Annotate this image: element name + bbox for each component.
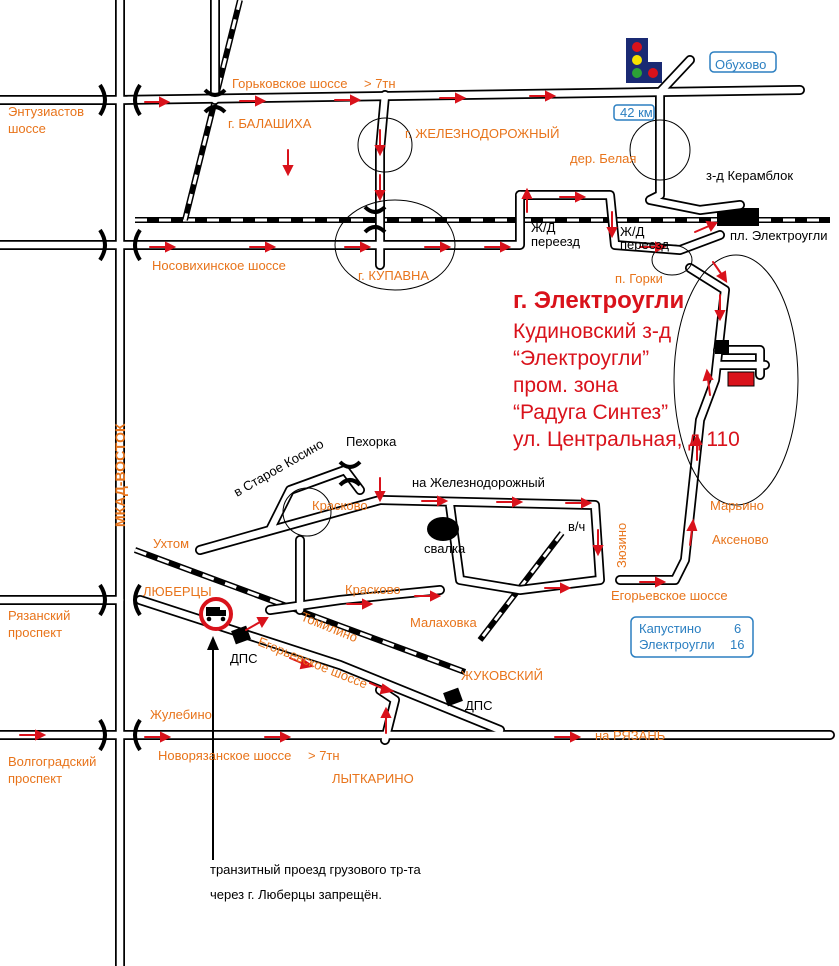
label-entuziastov-1: Энтузиастов — [8, 104, 84, 119]
label-gorki: п. Горки — [615, 271, 663, 286]
circle-kupavna — [334, 199, 456, 291]
circle-kraskovo — [282, 487, 332, 537]
label-gorkovskoe: Горьковское шоссе — [232, 76, 348, 91]
circle-gorki — [651, 244, 693, 276]
label-to-ryazan: на РЯЗАНЬ — [595, 728, 665, 743]
label-ryazansky-2: проспект — [8, 625, 62, 640]
label-elektrougli-km: 16 — [730, 637, 744, 652]
label-svalka: свалка — [424, 541, 466, 556]
label-belaya: дер. Белая — [570, 151, 636, 166]
label-volgogradsky-1: Волгоградский — [8, 754, 96, 769]
label-lyubertsy: ЛЮБЕРЦЫ — [143, 584, 212, 599]
label-nosovikhinskoe: Носовихинское шоссе — [152, 258, 286, 273]
label-pl-elektrougli: пл. Электроугли — [730, 228, 827, 243]
label-vch: в/ч — [568, 519, 585, 534]
dest-line2: “Электроугли” — [513, 347, 649, 370]
label-crossing-1b: переезд — [531, 234, 580, 249]
labels: Горьковское шоссе > 7тн Энтузиастов шосс… — [8, 57, 827, 902]
factory-raduga — [727, 371, 755, 387]
label-tomilino: Томилино — [299, 609, 360, 645]
label-keramblok: з-д Керамблок — [706, 168, 793, 183]
label-pekhorka: Пехорка — [346, 434, 397, 449]
label-dps-1: ДПС — [230, 651, 258, 666]
label-elektrougli-name: Электроугли — [639, 637, 715, 652]
note-line2: через г. Люберцы запрещён. — [210, 887, 382, 902]
circle-elektrougli — [673, 254, 799, 506]
station-elektrougli — [717, 208, 759, 226]
circle-belaya — [629, 119, 691, 181]
label-crossing-2a: Ж/Д — [620, 224, 645, 239]
distance-sign — [630, 616, 754, 658]
note-line1: транзитный проезд грузового тр-та — [210, 862, 421, 877]
factory-kudinovsky — [715, 340, 729, 354]
label-egoryevskoe-1: Егорьевское шоссе — [611, 588, 728, 603]
mkad-interchanges — [98, 83, 387, 752]
label-zhukovsky: ЖУКОВСКИЙ — [461, 668, 543, 683]
obukhovo-sign — [709, 51, 777, 73]
traffic-light-icon — [626, 38, 662, 83]
label-ryazansky-1: Рязанский — [8, 608, 70, 623]
dest-line1: Кудиновский з-д — [513, 320, 671, 343]
label-gorkovskoe-limit: > 7тн — [364, 76, 396, 91]
truck-prohibited-icon — [199, 597, 233, 631]
label-kupavna: г. КУПАВНА — [358, 268, 429, 283]
label-dps-2: ДПС — [465, 698, 493, 713]
note-pointer-arrow — [207, 636, 219, 650]
label-novoryazanskoe-limit: > 7тн — [308, 748, 340, 763]
dest-line3: пром. зона — [513, 374, 619, 397]
label-crossing-2b: переезд — [620, 237, 669, 252]
dps-marker-2 — [443, 687, 463, 707]
label-lytkarino: ЛЫТКАРИНО — [332, 771, 414, 786]
label-to-staroe-kosino: в Старое Косино — [231, 436, 326, 500]
dest-line4: “Радуга Синтез” — [513, 401, 668, 424]
km-marker-sign — [613, 104, 655, 121]
label-zhulebino: Жулебино — [150, 707, 212, 722]
label-aksenovo: Аксеново — [712, 532, 769, 547]
dest-city: г. Электроугли — [513, 287, 684, 314]
town-circles — [282, 117, 799, 537]
label-obukhovo: Обухово — [715, 57, 766, 72]
dump-marker — [427, 517, 459, 541]
label-kapustino-name: Капустино — [639, 621, 701, 636]
label-kapustino-km: 6 — [734, 621, 741, 636]
dest-line5: ул. Центральная, д 110 — [513, 428, 740, 451]
label-malakhovka: Малаховка — [410, 615, 477, 630]
label-ukhtom: Ухтом — [153, 536, 189, 551]
label-zheleznodorozhny: г. ЖЕЛЕЗНОДОРОЖНЫЙ — [405, 126, 559, 141]
label-crossing-1a: Ж/Д — [531, 220, 556, 235]
label-kraskovo-2: Красково — [345, 582, 401, 597]
label-balashikha: г. БАЛАШИХА — [228, 116, 312, 131]
label-kraskovo-1: Красково — [312, 498, 368, 513]
label-km-marker: 42 км — [620, 105, 653, 120]
label-volgogradsky-2: проспект — [8, 771, 62, 786]
direction-arrows — [19, 90, 728, 743]
label-entuziastov-2: шоссе — [8, 121, 46, 136]
label-to-zheleznodorozhny: на Железнодорожный — [412, 475, 545, 490]
label-mkad: МКАД-ВОСТОК — [112, 423, 128, 527]
label-zyuzino: Зюзино — [614, 523, 629, 568]
circle-zheleznodorozhny — [357, 117, 413, 173]
label-maryino: Марьино — [710, 498, 764, 513]
label-novoryazanskoe: Новорязанское шоссе — [158, 748, 291, 763]
